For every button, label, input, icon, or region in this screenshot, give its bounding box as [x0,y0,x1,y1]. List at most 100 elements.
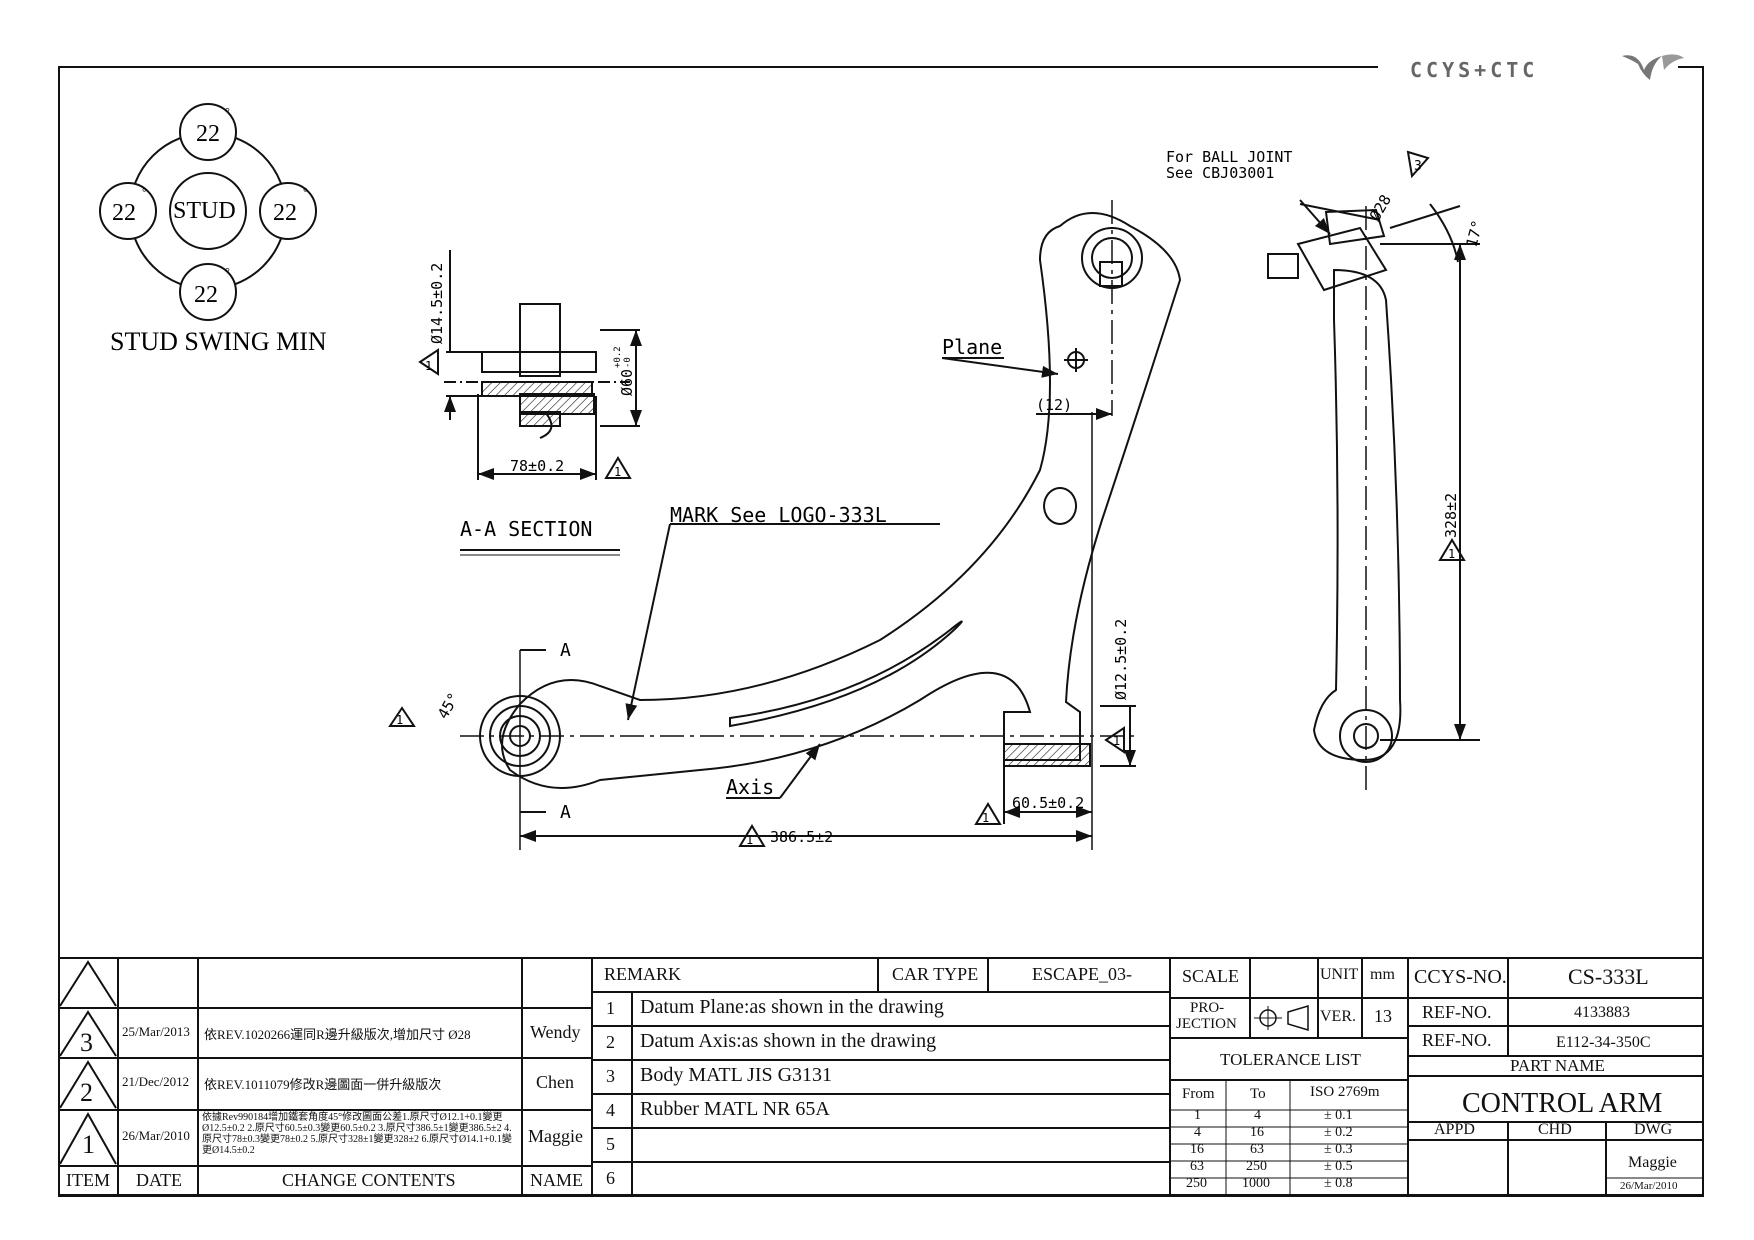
triangle-mark-1g: 1 [1448,547,1455,561]
stud-left-value: 22 [112,200,136,226]
dim-14: Ø14.5±0.2 [428,263,446,344]
dim-60: Ø60 [618,369,636,396]
deg-mark-left: ° [142,185,147,199]
rev-3-name: Wendy [530,1022,581,1042]
remark-no-1: 1 [606,998,615,1018]
rev-2-number: 2 [80,1078,93,1107]
stud-swing-caption: STUD SWING MIN [110,327,327,356]
dim-12-5: Ø12.5±0.2 [1112,619,1130,700]
tol-to-1: 4 [1254,1108,1261,1123]
plane-label: Plane [942,335,1002,359]
logo-gap [1378,62,1678,70]
projection-label-2: JECTION [1176,1016,1237,1032]
tol-header-iso: ISO 2769m [1310,1084,1380,1100]
tol-header-from: From [1182,1086,1215,1102]
dim-78: 78±0.2 [510,457,564,475]
ball-joint-line2: See CBJ03001 [1166,164,1274,182]
ref-no-value-1: 4133883 [1574,1004,1630,1021]
tol-from-5: 250 [1186,1176,1207,1191]
chd-label: CHD [1538,1121,1572,1138]
header-name: NAME [530,1170,583,1190]
axis-label: Axis [726,775,774,799]
dim-60-tol-lower: -0 [623,357,633,368]
part-name-value: CONTROL ARM [1462,1088,1663,1119]
dwg-label: DWG [1634,1121,1673,1138]
dim-60-5: 60.5±0.2 [1012,794,1084,812]
tol-value-2: ± 0.2 [1324,1125,1353,1140]
unit-value: mm [1370,966,1395,983]
dim-328: 328±2 [1442,493,1460,538]
control-arm-side [1267,150,1480,790]
tol-value-5: ± 0.8 [1324,1176,1353,1191]
tol-value-4: ± 0.5 [1324,1159,1353,1174]
rev-3-number: 3 [80,1028,93,1057]
remark-no-6: 6 [606,1168,615,1188]
dim-386-5: 386.5±2 [770,828,833,846]
section-a-top: A [560,640,571,661]
section-a-bottom: A [560,802,571,823]
header-item: ITEM [66,1170,110,1190]
unit-label: UNIT [1320,966,1359,983]
rev-3-content: 依REV.1020266運同R邊升級版次,增加尺寸 Ø28 [204,1027,471,1042]
projection-label-1: PRO- [1190,1000,1225,1016]
triangle-mark-1b: 1 [614,465,621,479]
triangle-mark-1d: 1 [982,811,989,825]
appd-label: APPD [1434,1121,1475,1138]
rev-2-date: 21/Dec/2012 [122,1074,190,1089]
control-arm-front [388,200,1182,850]
dim-60-tol-upper: +0.2 [613,346,623,368]
part-name-label: PART NAME [1510,1056,1605,1075]
dwg-date: 26/Mar/2010 [1620,1180,1678,1192]
triangle-mark-1e: 1 [746,833,753,847]
rev-1-name: Maggie [528,1126,583,1146]
remark-text-4: Rubber MATL NR 65A [640,1098,830,1120]
stud-swing-diagram [99,103,317,321]
remark-no-4: 4 [606,1100,615,1120]
ref-no-label-2: REF-NO. [1422,1030,1492,1050]
car-type-value: ESCAPE_03- [1032,964,1133,984]
rev-1-date: 26/Mar/2010 [122,1128,190,1143]
ver-label: VER. [1320,1008,1356,1025]
deg-mark-top: ° [225,105,230,119]
ccys-no-label: CCYS-NO. [1414,966,1507,988]
rev-marker-side: 3 [1414,159,1422,174]
triangle-mark-1f: 1 [1113,734,1120,748]
stud-center-label: STUD [173,198,236,224]
car-type-label: CAR TYPE [892,964,979,984]
tolerance-title: TOLERANCE LIST [1220,1050,1361,1069]
ref-no-label-1: REF-NO. [1422,1002,1492,1022]
header-change-contents: CHANGE CONTENTS [282,1170,456,1190]
header-date: DATE [136,1170,182,1190]
tol-to-4: 250 [1246,1159,1267,1174]
triangle-mark-1a: 1 [425,359,432,373]
remark-text-3: Body MATL JIS G3131 [640,1064,833,1086]
section-view [418,250,642,556]
remark-text-2: Datum Axis:as shown in the drawing [640,1030,937,1052]
rev-1-number: 1 [82,1130,95,1159]
remark-no-3: 3 [606,1066,615,1086]
ball-joint-line1: For BALL JOINT [1166,148,1292,166]
rev-3-date: 25/Mar/2013 [122,1024,190,1039]
tol-from-4: 63 [1190,1159,1204,1174]
deg-mark-right: ° [303,185,308,199]
stud-right-value: 22 [273,200,297,226]
remark-no-2: 2 [606,1032,615,1052]
company-logo: CCYS+CTC [1410,54,1684,82]
tol-to-5: 1000 [1242,1176,1270,1191]
tol-value-3: ± 0.3 [1324,1142,1353,1157]
tol-to-3: 63 [1250,1142,1264,1157]
tol-value-1: ± 0.1 [1324,1108,1353,1123]
tol-from-1: 1 [1194,1108,1201,1123]
stud-top-value: 22 [196,121,220,147]
bird-logo-icon [1622,54,1684,80]
ver-value: 13 [1374,1006,1392,1026]
triangle-mark-1c: 1 [396,713,403,727]
tol-from-3: 16 [1190,1142,1204,1157]
mark-label: MARK See LOGO-333L [670,503,887,527]
tol-from-2: 4 [1194,1125,1201,1140]
technical-drawing: 22 22 22 22 STUD ° ° ° ° STUD SWING MIN … [99,103,1487,850]
rev-1-content: 依據Rev990184增加鐵套角度45°修改圖面公差1.原尺寸Ø12.1+0.1… [202,1112,512,1156]
deg-mark-bottom: ° [225,265,230,279]
ccys-no-value: CS-333L [1568,964,1649,989]
stud-bottom-value: 22 [194,282,218,308]
